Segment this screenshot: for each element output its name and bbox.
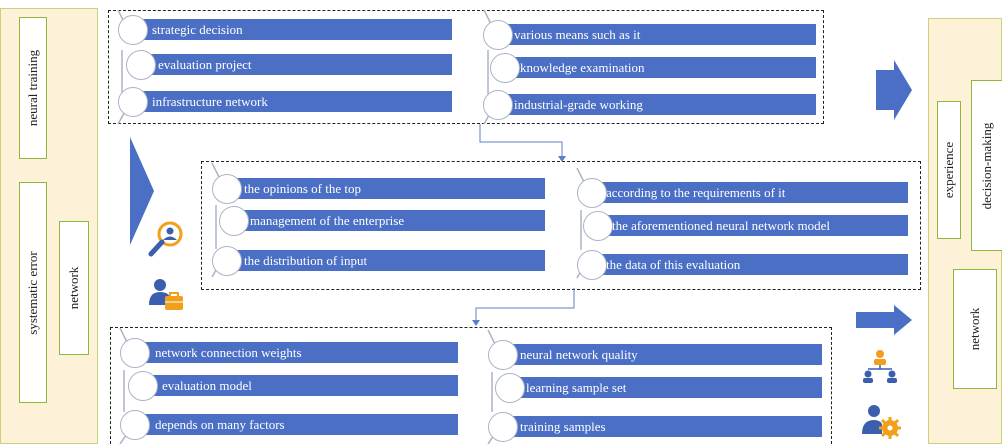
top-right-bubble-3 (483, 90, 513, 120)
right-panel: experience decision-making network (928, 18, 1002, 444)
top-left-item-2: evaluation project (142, 54, 452, 75)
left-network-label: network (66, 266, 81, 310)
top-to-middle-connector (479, 124, 566, 162)
bottom-left-item-2: evaluation model (144, 375, 458, 396)
middle-right-bubble-3 (577, 250, 607, 280)
decision-making-label: decision-making (979, 122, 994, 209)
experience-box: experience (937, 101, 961, 239)
bottom-left-bubble-2 (128, 371, 158, 401)
search-person-icon (148, 221, 183, 257)
group-middle (201, 161, 921, 290)
top-left-bubble-3 (118, 87, 148, 117)
middle-right-item-2: the aforementioned neural network model (598, 215, 908, 236)
bottom-right-item-2: learning sample set (510, 377, 822, 398)
bottom-left-item-1: network connection weights (137, 342, 458, 363)
neural-training-box: neural training (19, 17, 47, 159)
middle-left-bubble-1 (212, 174, 242, 204)
bottom-right-block-arrow (856, 305, 912, 335)
experience-label: experience (941, 141, 956, 199)
top-right-item-1: various means such as it (500, 24, 816, 45)
top-right-item-2: knowledge examination (506, 57, 816, 78)
top-right-block-arrow (876, 60, 912, 120)
left-block-arrow (130, 137, 154, 245)
neural-training-label: neural training (25, 49, 40, 127)
top-right-bubble-1 (483, 20, 513, 50)
middle-right-item-3: the data of this evaluation (592, 254, 908, 275)
middle-left-item-3: the distribution of input (228, 250, 545, 271)
bottom-right-bubble-2 (495, 373, 525, 403)
bottom-left-item-3: depends on many factors (137, 414, 458, 435)
top-left-bubble-2 (126, 50, 156, 80)
middle-to-bottom-connector (472, 288, 575, 326)
org-chart-icon (863, 350, 897, 383)
middle-left-item-1: the opinions of the top (228, 178, 545, 199)
middle-left-bubble-3 (212, 246, 242, 276)
left-network-box: network (59, 221, 89, 355)
bottom-right-item-3: training samples (504, 416, 822, 437)
top-left-bubble-1 (118, 15, 148, 45)
group-top (108, 10, 824, 124)
middle-right-bubble-2 (583, 211, 613, 241)
top-left-item-1: strategic decision (136, 19, 452, 40)
group-bottom (110, 327, 832, 444)
bottom-right-item-1: neural network quality (504, 344, 822, 365)
top-left-item-3: infrastructure network (136, 91, 452, 112)
user-gear-icon (862, 405, 901, 439)
person-briefcase-icon (149, 279, 183, 310)
bottom-right-bubble-3 (488, 412, 518, 442)
middle-left-bubble-2 (219, 206, 249, 236)
decision-making-box: decision-making (971, 80, 1002, 251)
right-network-label: network (967, 307, 982, 351)
left-panel: neural training systematic error network (0, 8, 98, 444)
top-right-bubble-2 (490, 53, 520, 83)
bottom-left-bubble-1 (120, 338, 150, 368)
systematic-error-label: systematic error (25, 250, 40, 335)
systematic-error-box: systematic error (19, 182, 47, 403)
top-right-item-3: industrial-grade working (500, 94, 816, 115)
right-network-box: network (953, 269, 997, 389)
middle-left-item-2: management of the enterprise (234, 210, 545, 231)
middle-right-item-1: according to the requirements of it (592, 182, 908, 203)
bottom-right-bubble-1 (488, 340, 518, 370)
bottom-left-bubble-3 (120, 410, 150, 440)
middle-right-bubble-1 (577, 178, 607, 208)
